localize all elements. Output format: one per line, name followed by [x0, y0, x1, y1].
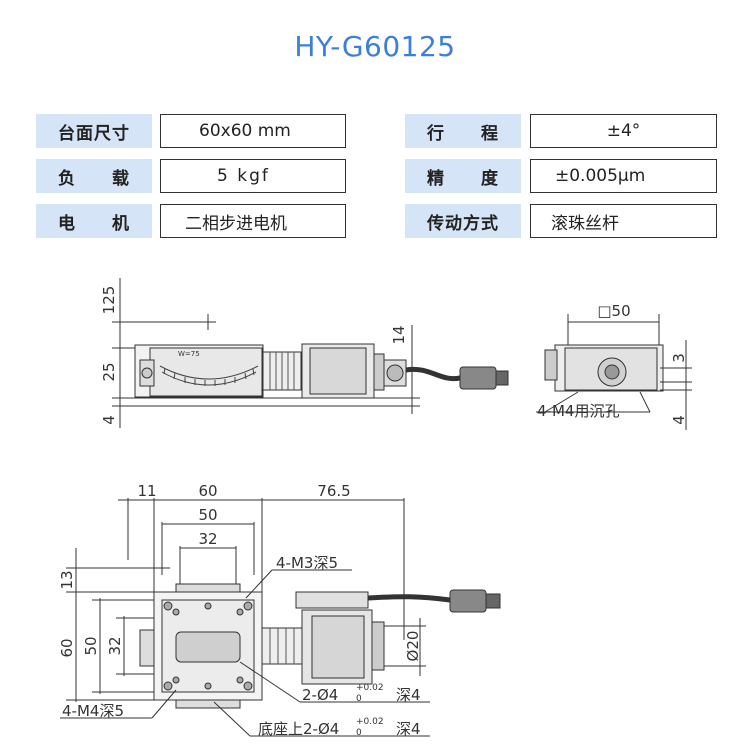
note-end-m4: 4-M4用沉孔: [537, 402, 619, 420]
dim-top-60: 60: [198, 482, 217, 500]
note-pin2-tol-top: +0.02: [356, 717, 384, 727]
dim-top-11: 11: [137, 482, 156, 500]
dim-side-125: 125: [100, 286, 118, 315]
spec-value-motor: 二相步进电机: [160, 204, 346, 238]
dim-top-13: 13: [58, 570, 76, 589]
spec-value-drive: 滚珠丝杆: [530, 204, 717, 238]
note-pin1-depth: 深4: [396, 686, 421, 704]
dim-side-25: 25: [100, 362, 118, 381]
spec-label-load: 负 载: [36, 159, 152, 193]
note-m4: 4-M4深5: [62, 702, 124, 720]
note-pin1-tol-top: +0.02: [356, 683, 384, 693]
spec-value-load: 5 kgf: [160, 159, 346, 193]
dim-top-76-5: 76.5: [317, 482, 350, 500]
note-pin2-depth: 深4: [396, 720, 421, 738]
note-pin2-tol-bot: 0: [356, 728, 362, 738]
note-m3: 4-M3深5: [276, 554, 338, 572]
note-pin2: 底座上2-Ø4: [258, 720, 339, 738]
dim-end-sq50: □50: [597, 302, 630, 320]
scale-label: W=75: [178, 350, 200, 358]
spec-label-travel: 行 程: [405, 114, 521, 148]
spec-label-drive: 传动方式: [405, 204, 521, 238]
note-pin1-tol-bot: 0: [356, 694, 362, 704]
dim-top-h50: 50: [82, 636, 100, 655]
dim-top-50: 50: [198, 506, 217, 524]
side-view: 125 25 4 W=75: [100, 278, 509, 428]
spec-value-table-size: 60x60 mm: [160, 114, 346, 148]
dim-top-32: 32: [198, 530, 217, 548]
end-view: □50 3 4 4-M4用沉孔: [536, 302, 692, 430]
dim-end-3: 3: [670, 353, 688, 363]
spec-label-motor: 电 机: [36, 204, 152, 238]
dim-side-14: 14: [390, 325, 408, 344]
dim-end-4: 4: [670, 415, 688, 425]
top-view: 11 60 76.5 50 32 13 60 50 32: [58, 482, 501, 738]
dim-side-4: 4: [100, 415, 118, 425]
spec-value-travel: ±4°: [530, 114, 717, 148]
dim-top-d20: Ø20: [404, 631, 422, 662]
spec-label-accuracy: 精 度: [405, 159, 521, 193]
spec-value-accuracy: ±0.005μm: [530, 159, 717, 193]
spec-label-table-size: 台面尺寸: [36, 114, 152, 148]
note-pin1: 2-Ø4: [302, 686, 338, 704]
dim-top-h32: 32: [106, 636, 124, 655]
product-title: HY-G60125: [294, 30, 456, 63]
dim-top-h60: 60: [58, 638, 76, 657]
